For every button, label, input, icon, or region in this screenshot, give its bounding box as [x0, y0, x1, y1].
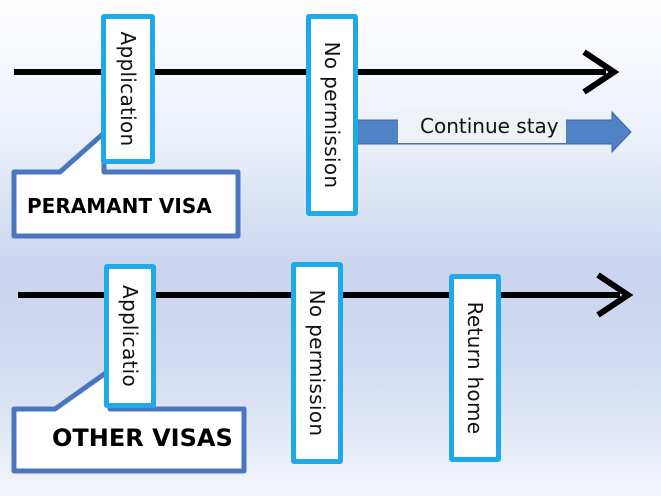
no-permission-box-permanent: No permission [306, 14, 358, 216]
callout-permanent-shape [11, 130, 241, 239]
continue-stay-panel: Continue stay [398, 109, 566, 143]
no-permission-label-other: No permission [305, 289, 329, 437]
application-label-permanent: Application [116, 31, 140, 147]
callout-other-shape [11, 367, 247, 474]
no-permission-label-permanent: No permission [320, 41, 344, 189]
return-home-box-other: Return home [449, 274, 501, 462]
timeline-arrowhead-permanent [582, 49, 620, 95]
continue-stay-label: Continue stay [420, 114, 559, 138]
application-box-other: Applicatio [104, 264, 156, 408]
callout-permanent-label: PERAMANT VISA [27, 194, 212, 218]
application-box-permanent: Application [101, 14, 155, 164]
return-home-label-other: Return home [463, 301, 487, 435]
application-label-other: Applicatio [118, 284, 142, 388]
no-permission-box-other: No permission [291, 262, 343, 464]
callout-other-label: OTHER VISAS [52, 424, 233, 452]
timeline-arrowhead-other [596, 272, 634, 318]
